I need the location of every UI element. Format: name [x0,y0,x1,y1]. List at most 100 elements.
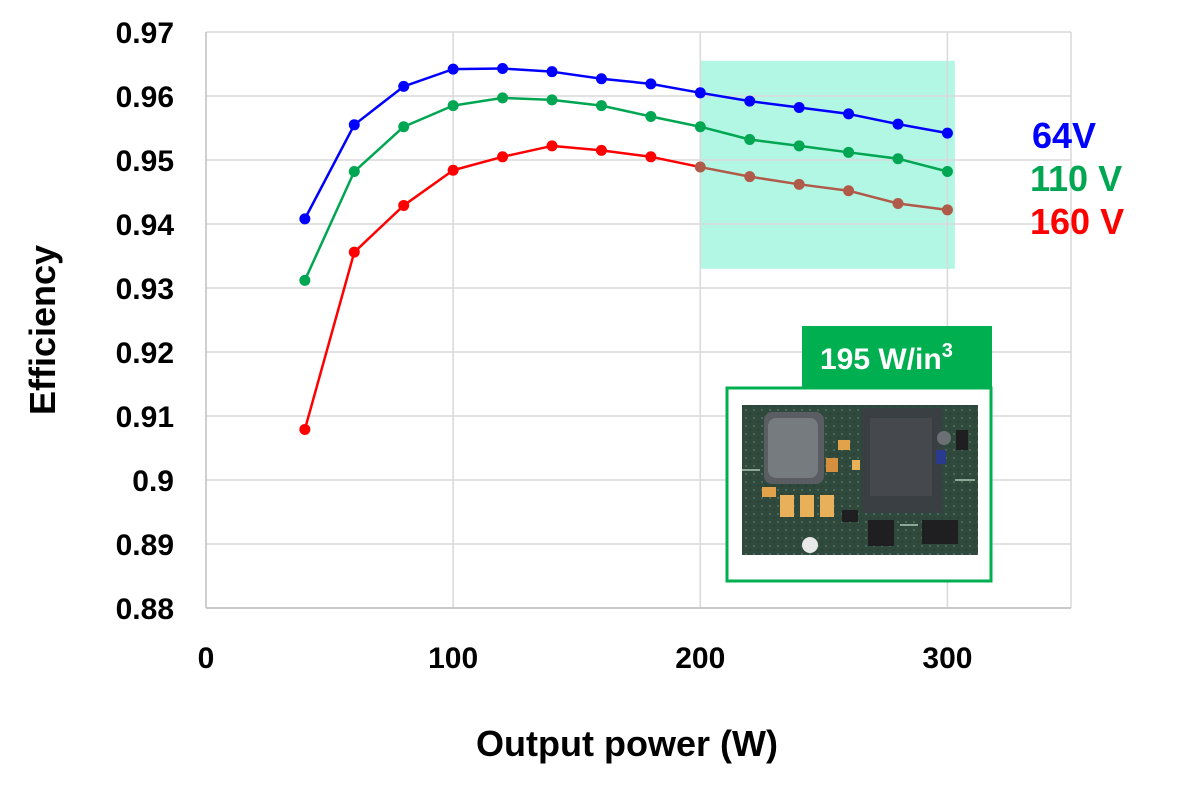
series-line-segment [551,70,602,80]
series-line-segment [551,144,602,152]
data-point [546,94,558,106]
series-line-segment [798,183,849,192]
series-line-segment [749,138,800,148]
series-1 [299,62,953,225]
series-line-segment [700,165,750,178]
power-density-badge [802,326,992,388]
legend: 64V 110 V 160 V [1030,115,1124,242]
series-line-segment [601,104,652,118]
x-tick-label: 0 [198,642,215,675]
data-point [843,185,855,197]
data-point [744,134,756,146]
series-line-segment [650,82,701,95]
y-tick-label: 0.96 [116,81,174,114]
inset-panel: 195 W/in3 [725,326,993,583]
x-axis-title: Output power (W) [476,723,778,764]
data-point [793,102,805,114]
data-point [447,100,459,112]
series-line-segment [403,67,454,88]
x-tick-label: 300 [922,642,972,675]
y-tick-label: 0.88 [116,593,174,626]
series-line-segment [897,122,948,135]
data-point [843,146,855,158]
data-point [793,178,805,190]
grid-layer [206,31,1072,609]
data-point [744,171,756,183]
data-point [497,151,509,163]
data-point [348,119,360,131]
y-tick-label: 0.94 [116,209,175,242]
data-point [299,423,311,435]
data-point [645,110,657,122]
series-3 [299,140,953,435]
data-point [941,204,953,216]
data-point [398,121,410,133]
data-point [941,166,953,178]
data-point [892,198,904,210]
series-line-segment [848,112,899,126]
power-density-label: 195 W/in3 [820,340,953,376]
y-tick-label: 0.95 [116,145,174,178]
y-tick-label: 0.92 [116,337,174,370]
data-point [398,80,410,92]
data-point [941,127,953,139]
y-tick-label: 0.97 [116,17,174,50]
legend-label-64v: 64V [1032,115,1096,156]
data-point [843,108,855,120]
series-line-segment [798,144,849,154]
series-line-segment [749,175,800,186]
series-line-segment [502,144,553,159]
series-line-segment [452,96,503,107]
series-line-segment [303,124,356,220]
data-point [595,100,607,112]
y-tick-label: 0.9 [132,465,174,498]
y-tick-label: 0.89 [116,529,174,562]
data-point [299,213,311,225]
series-line-segment [700,91,750,103]
series-line-segment [798,106,849,116]
series-line-segment [303,171,356,281]
series-line-segment [897,202,948,212]
series-line-segment [601,77,651,86]
data-point [546,66,558,78]
series-line-segment [502,67,553,73]
series-line-segment [452,155,503,172]
data-point [744,95,756,107]
series-line-segment [502,96,553,102]
series-line-segment [453,67,503,71]
y-tick-label: 0.91 [116,401,174,434]
series-line-segment [353,85,405,126]
series-line-segment [749,99,800,109]
data-point [595,73,607,85]
data-point [348,166,360,178]
data-point [497,62,509,74]
series-line-segment [353,204,405,254]
series-layer [299,62,953,435]
data-point [793,140,805,152]
series-line-segment [897,157,948,173]
data-point [892,153,904,165]
circuit-board-photo [742,405,978,555]
power-density-superscript: 3 [942,340,953,362]
legend-label-110v: 110 V [1030,158,1122,199]
series-line-segment [699,125,751,141]
data-point [348,246,360,258]
data-point [546,140,558,152]
data-point [892,118,904,130]
series-line-segment [353,125,405,173]
x-tick-label: 100 [428,642,478,675]
y-tick-label: 0.93 [116,273,174,306]
y-axis-title: Efficiency [22,245,63,415]
x-tick-label: 200 [675,642,725,675]
data-point [447,63,459,75]
data-point [645,78,657,90]
data-point [447,164,459,176]
data-point [595,144,607,156]
legend-label-160v: 160 V [1030,201,1124,242]
series-line-segment [402,169,454,207]
data-point [694,161,706,173]
data-point [497,92,509,104]
axis-layer: 0.88 0.89 0.9 0.91 0.92 0.93 0.94 0.95 0.96 0.97 0… [116,17,1071,675]
series-line-segment [303,251,356,430]
